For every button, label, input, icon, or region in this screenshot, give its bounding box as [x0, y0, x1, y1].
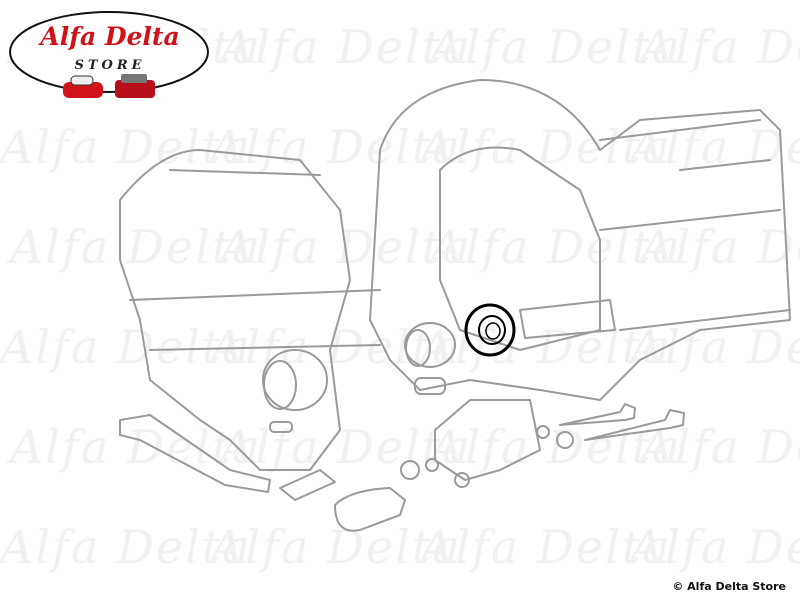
pin	[414, 377, 446, 395]
copyright-notice: © Alfa Delta Store	[672, 580, 786, 593]
bell-housing-rear	[369, 79, 791, 401]
rubber-boot-2	[404, 322, 456, 368]
watermark-text: Alfa Delta	[220, 20, 472, 74]
watermark-text: Alfa Delta	[0, 520, 252, 574]
watermark-text: Alfa Delta	[640, 220, 800, 274]
red-car-icon-1	[63, 75, 103, 98]
watermark-text: Alfa Delta	[10, 220, 262, 274]
watermark-text: Alfa Delta	[640, 20, 800, 74]
watermark-text: Alfa Delta	[430, 220, 682, 274]
watermark-text: Alfa Delta	[210, 120, 462, 174]
housing-front-lines	[129, 169, 381, 351]
bolt-end	[454, 472, 470, 488]
watermark-text: Alfa Delta	[630, 520, 800, 574]
washer-2	[536, 425, 550, 439]
watermark-text: Alfa Delta	[0, 120, 252, 174]
bolt-long-1	[559, 403, 636, 426]
housing-inner-flange	[439, 146, 601, 351]
watermark-text: Alfa Delta	[220, 420, 472, 474]
watermark-text: Alfa Delta	[0, 320, 252, 374]
rubber-boot-1	[262, 349, 328, 411]
bell-housing-front	[119, 149, 351, 471]
watermark-text: Alfa Delta	[420, 520, 672, 574]
shaft-rod	[519, 299, 616, 339]
watermark-text: Alfa Delta	[210, 520, 462, 574]
gearbox-case	[599, 119, 791, 331]
washer	[425, 458, 439, 472]
watermark-text: Alfa Delta	[430, 420, 682, 474]
watermark-text: Alfa Delta	[630, 120, 800, 174]
seal-ring-highlighted	[464, 303, 516, 357]
clutch-lever	[119, 414, 271, 493]
rod-end	[279, 469, 336, 501]
nut-2	[556, 431, 574, 449]
watermark-text: Alfa Delta	[10, 420, 262, 474]
nut	[400, 460, 420, 480]
logo-subtitle: STORE	[74, 58, 146, 73]
watermark-text: Alfa Delta	[430, 20, 682, 74]
small-pin	[269, 421, 293, 433]
logo-title: Alfa Delta	[40, 22, 180, 51]
rubber-cap	[334, 487, 406, 532]
store-logo[interactable]: Alfa Delta STORE	[8, 8, 212, 104]
red-car-icon-2	[115, 74, 155, 98]
mount-bracket	[434, 399, 541, 481]
bolt-long-2	[584, 409, 685, 441]
